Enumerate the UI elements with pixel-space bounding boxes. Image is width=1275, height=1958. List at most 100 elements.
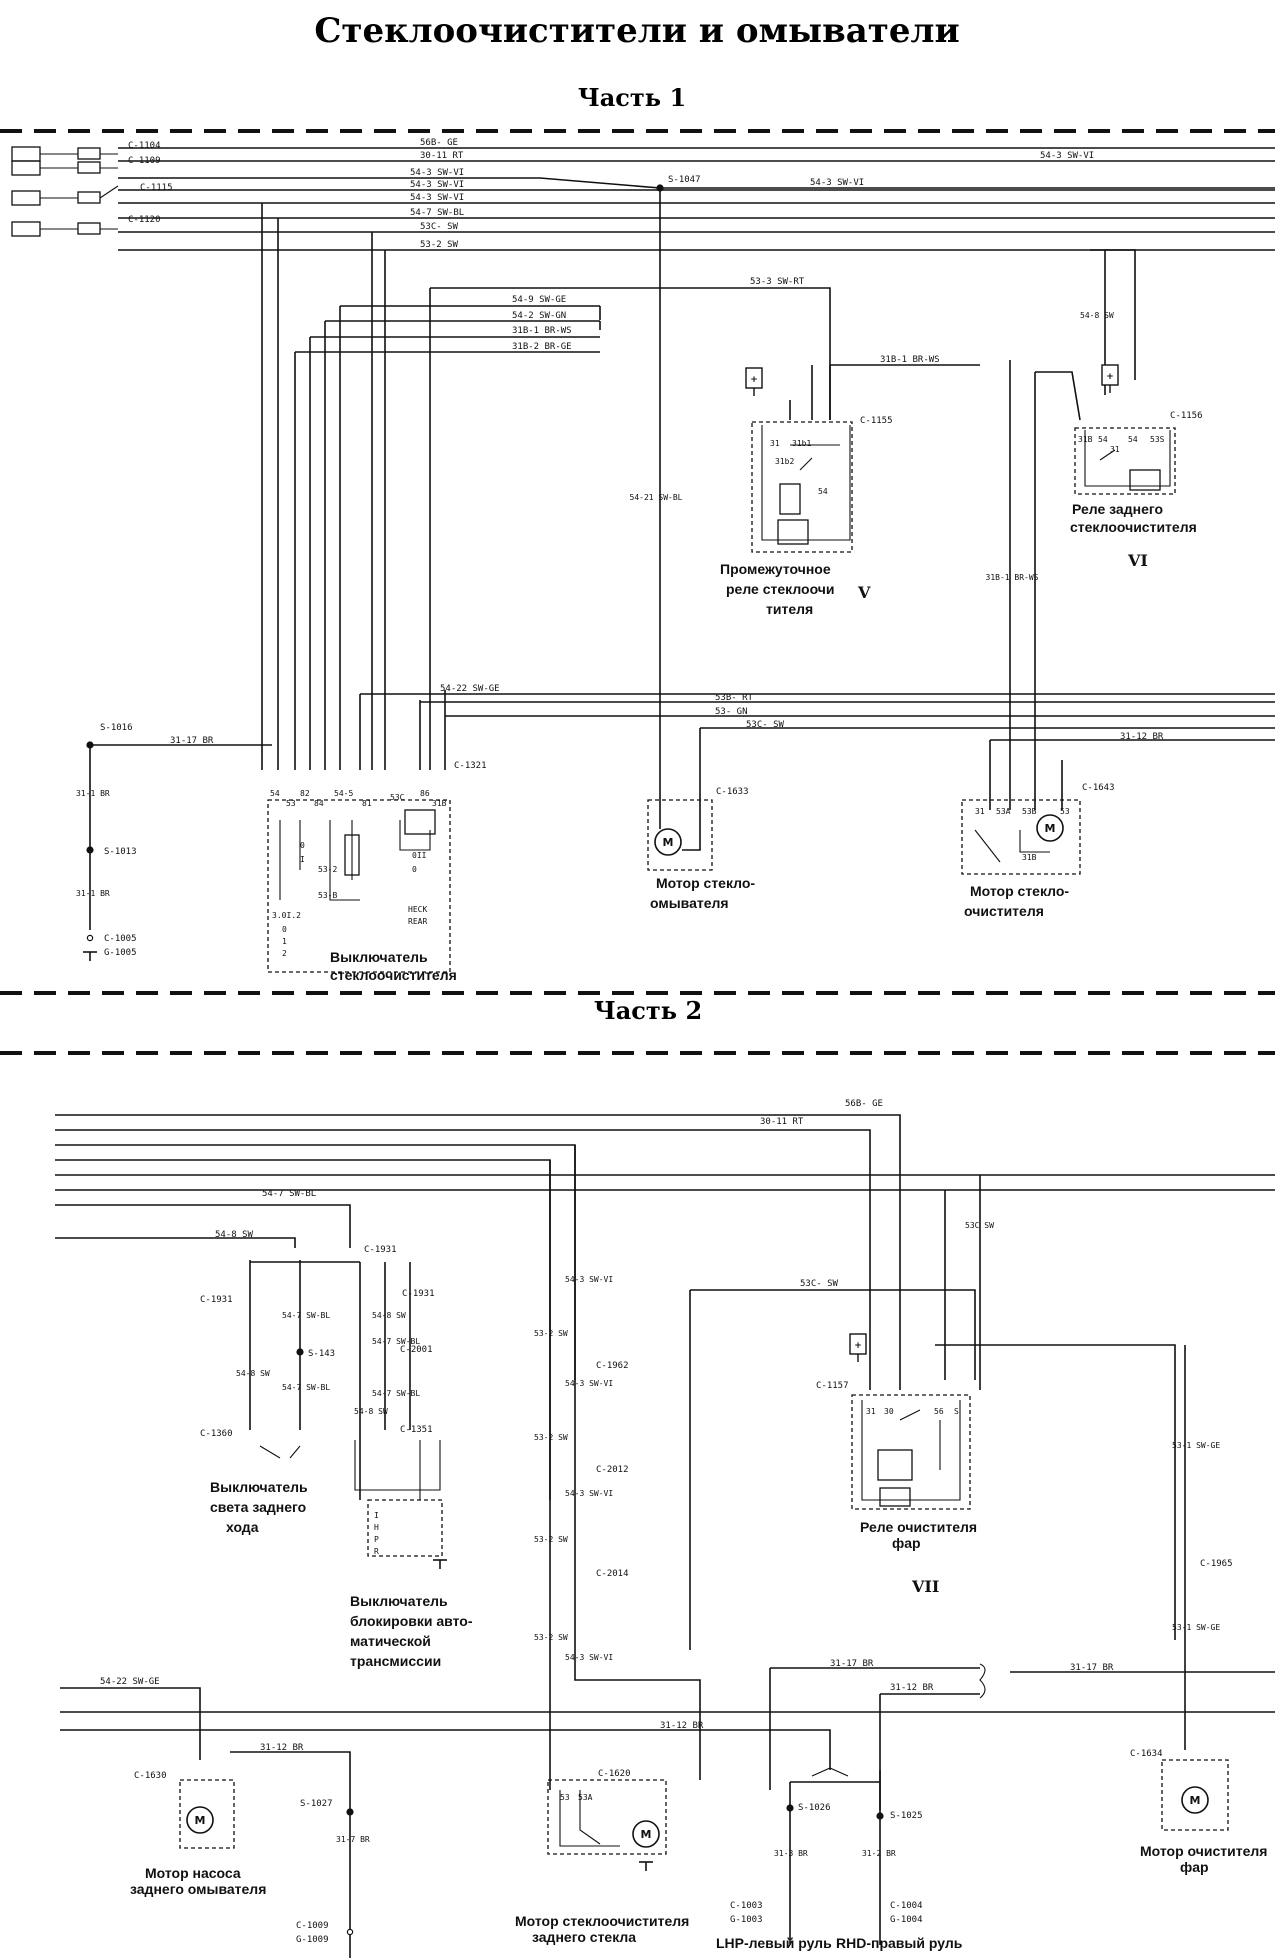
switch-label-0: 0 [300, 841, 305, 850]
switch-label-0ii: 0II [412, 851, 427, 860]
switch-label-30i2: 3.0I.2 [272, 911, 301, 920]
wire-54-21: 54-21 SW-BL [630, 493, 683, 502]
relay5-number: V [857, 583, 871, 602]
bus-53-3-sw-rt: 53-3 SW-RT [750, 277, 805, 287]
page-title: Стеклоочистители и омыватели [314, 11, 959, 51]
switch-pin-81: 81 [362, 799, 372, 808]
ground-g1005: G-1005 [104, 948, 137, 958]
connector-c1156: C-1156 [1170, 411, 1203, 421]
relay7-pin-56: 56 [934, 1407, 944, 1416]
part2-diagram: 56B- GE 30-11 RT 54-7 SW-BL 54-8 SW 53C-… [55, 1099, 1275, 1958]
p2-wire-31-12-br-b: 31-12 BR [890, 1683, 934, 1693]
switch-label-53-2: 53-2 [318, 865, 337, 874]
wire-54-3-a: 54-3 SW-VI [410, 168, 464, 178]
p2-wire-31-12-br-main: 31-12 BR [660, 1721, 704, 1731]
wire-54-3-b: 54-3 SW-VI [410, 180, 464, 190]
connector-c1157: C-1157 [816, 1381, 849, 1391]
bus-54-2-sw-gn: 54-2 SW-GN [512, 311, 566, 321]
wiper-switch-label-1: Выключатель [330, 949, 428, 965]
motor-pin-53b: 53B [1022, 807, 1037, 816]
headlamp-motor-label-1: Мотор очистителя [1140, 1843, 1267, 1859]
wire-54-22-sw-ge: 54-22 SW-GE [440, 684, 500, 694]
r-53-1-b: 53-1 SW-GE [1172, 1623, 1220, 1632]
splice-icon [786, 1804, 794, 1812]
g-31-3-br: 31-3 BR [774, 1849, 808, 1858]
trans-switch-label-1: Выключатель [350, 1593, 448, 1609]
rear-wiper-feed: 54-3 SW-VI 53-2 SW 54-3 SW-VI 53-2 SW 54… [534, 1145, 701, 1790]
connector-c1931-a: C-1931 [200, 1295, 233, 1305]
wire-31-1-br-a: 31-1 BR [76, 789, 110, 798]
splice-icon [86, 846, 94, 854]
battery-icon [849, 1333, 867, 1363]
p2-wire-53c-sw: 53C- SW [800, 1279, 839, 1289]
relay7-pin-s: S [954, 1407, 959, 1416]
relay6-pin-31b: 31B [1078, 435, 1093, 444]
trans-letter-r: R [374, 1547, 379, 1556]
switch-pin-86: 86 [420, 789, 430, 798]
connector-c1634: C-1634 [1130, 1749, 1163, 1759]
relay6-pin-31: 31 [1110, 445, 1120, 454]
g-31-2-br: 31-2 BR [862, 1849, 896, 1858]
splice-s1013: S-1013 [104, 847, 137, 857]
trans-letter-i: I [374, 1511, 379, 1520]
trans-switch-label-3: матической [350, 1633, 431, 1649]
battery-icon [745, 367, 763, 397]
wire-53-2-sw: 53-2 SW [420, 240, 459, 250]
switch-pin-53: 53 [286, 799, 296, 808]
headlamp-wiper-motor: C-1634 Мотор очистителя фар [1130, 1749, 1267, 1875]
relay-vi: 54-8 SW 31B 54 31 54 53S C-1156 Реле зад… [1034, 249, 1203, 760]
switch-pin-84: 84 [314, 799, 324, 808]
part1-heading: Часть 1 [578, 83, 686, 112]
wire-54-3-c: 54-3 SW-VI [410, 193, 464, 203]
transmission-switch: I H P R C-2001 C-1351 54-8 SW 54-7 SW-BL… [350, 1262, 473, 1669]
ground-g1009: G-1009 [296, 1935, 329, 1945]
rw-pin-53: 53 [560, 1793, 570, 1802]
sw-54-7-b: 54-7 SW-BL [282, 1383, 330, 1392]
sw-54-8-b: 54-8 SW [372, 1311, 406, 1320]
relay-coil-icon [1129, 469, 1161, 491]
switch-label-53-b: 53-B [318, 891, 337, 900]
relay5-label-2: реле стеклоочи [726, 581, 835, 597]
p2-wire-31-17-br-b: 31-17 BR [1070, 1663, 1114, 1673]
p2-wire-31-17-br-a: 31-17 BR [830, 1659, 874, 1669]
sw-54-8-a: 54-8 SW [236, 1369, 270, 1378]
splice-s1027: S-1027 [300, 1799, 333, 1809]
relay6-label-1: Реле заднего [1072, 501, 1163, 517]
sw-54-7-c: 54-7 SW-BL [372, 1337, 420, 1346]
relay6-pin-53s: 53S [1150, 435, 1165, 444]
wiper-motor-label-2: очистителя [964, 903, 1044, 919]
ground-g1004: G-1004 [890, 1915, 923, 1925]
relay7-pin-31: 31 [866, 1407, 876, 1416]
washer-motor: C-1633 Мотор стекло- омывателя [647, 787, 755, 911]
wire-53-gn: 53- GN [715, 707, 748, 717]
motor-icon [632, 1820, 660, 1848]
bus-31b1-br-ws: 31B-1 BR-WS [512, 326, 572, 336]
motor-pin-31: 31 [975, 807, 985, 816]
rear-washer-pump: C-1630 Мотор насоса заднего омывателя S-… [130, 1771, 370, 1897]
wire-54-7-sw-bl: 54-7 SW-BL [410, 208, 464, 218]
switch-label-rear: REAR [408, 917, 427, 926]
ground-g1003: G-1003 [730, 1915, 763, 1925]
switch-pin-53c: 53C [390, 793, 405, 802]
connector-c1643: C-1643 [1082, 783, 1115, 793]
r-53-1-a: 53-1 SW-GE [1172, 1441, 1220, 1450]
sw-54-7-a: 54-7 SW-BL [282, 1311, 330, 1320]
wiper-switch: 54 53 82 84 54-5 81 53C 86 31B 0 I 53-2 … [267, 761, 487, 983]
switch-pin-31b: 31B [432, 799, 447, 808]
relay7-label-2: фар [892, 1535, 921, 1551]
v-54-3-b: 54-3 SW-VI [565, 1379, 613, 1388]
wire-31-1-br-b: 31-1 BR [76, 889, 110, 898]
trans-switch-label-2: блокировки авто- [350, 1613, 473, 1629]
washer-motor-label-1: Мотор стекло- [656, 875, 755, 891]
relay5-pin-31b1: 31b1 [792, 439, 811, 448]
relay5-label-1: Промежуточное [720, 561, 831, 577]
relay5-pin-31b2: 31b2 [775, 457, 794, 466]
switch-label-0b: 0 [412, 865, 417, 874]
ground-icon [638, 1861, 654, 1872]
v-54-3-c: 54-3 SW-VI [565, 1489, 613, 1498]
switch-pin-54: 54 [270, 789, 280, 798]
connector-c1965: C-1965 [1200, 1559, 1233, 1569]
wire-30-11-rt: 30-11 RT [420, 151, 464, 161]
motor-icon [1036, 814, 1064, 842]
v-54-3-a: 54-3 SW-VI [565, 1275, 613, 1284]
